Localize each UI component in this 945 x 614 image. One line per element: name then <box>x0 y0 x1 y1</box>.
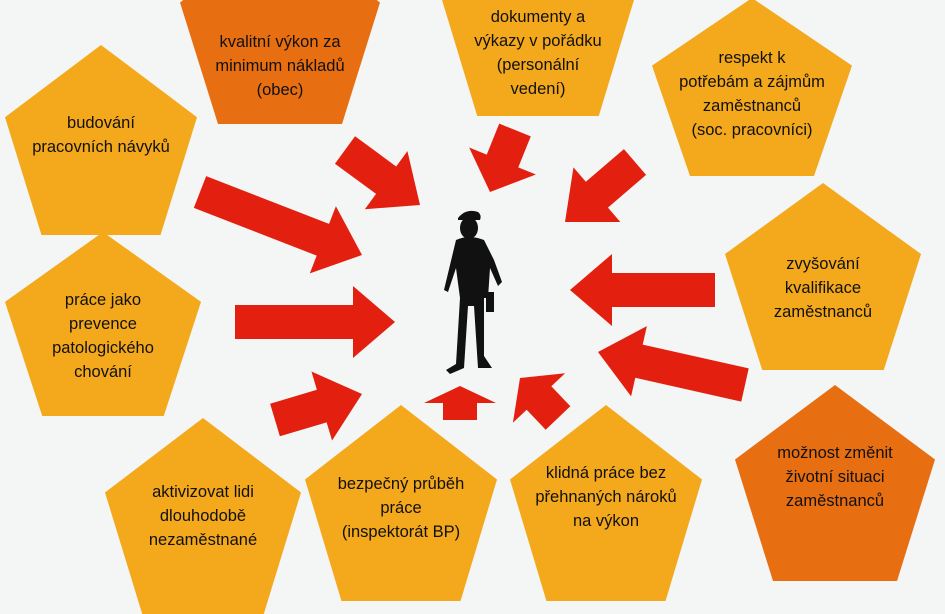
arrow-icon <box>565 149 647 222</box>
goal-text: možnost změnit životní situaci zaměstnan… <box>777 444 893 510</box>
arrow-icon <box>512 373 571 430</box>
arrow-icon <box>469 123 536 192</box>
goal-text: budování pracovních návyků <box>32 114 170 156</box>
arrow-icon <box>270 371 362 441</box>
arrows-layer <box>193 123 749 441</box>
arrow-icon <box>235 286 395 358</box>
arrow-icon <box>424 386 496 420</box>
goal-text: respekt k potřebám a zájmům zaměstnanců … <box>679 49 825 139</box>
goal-text: práce jako prevence patologického chován… <box>52 291 154 381</box>
arrow-icon <box>598 326 749 402</box>
goal-text: klidná práce bez přehnaných nároků na vý… <box>535 464 677 530</box>
arrow-icon <box>334 136 420 210</box>
goal-documents-in-order: dokumenty a výkazy v pořádku (personální… <box>440 0 636 116</box>
goal-text: kvalitní výkon za minimum nákladů (obec) <box>215 33 345 99</box>
goal-text: dokumenty a výkazy v pořádku (personální… <box>474 8 602 98</box>
goal-text: zvyšování kvalifikace zaměstnanců <box>773 254 873 321</box>
worker-silhouette-icon <box>444 210 502 374</box>
arrow-icon <box>570 254 715 326</box>
goal-quality-performance: kvalitní výkon za minimum nákladů (obec) <box>180 0 380 124</box>
arrow-icon <box>193 176 362 274</box>
